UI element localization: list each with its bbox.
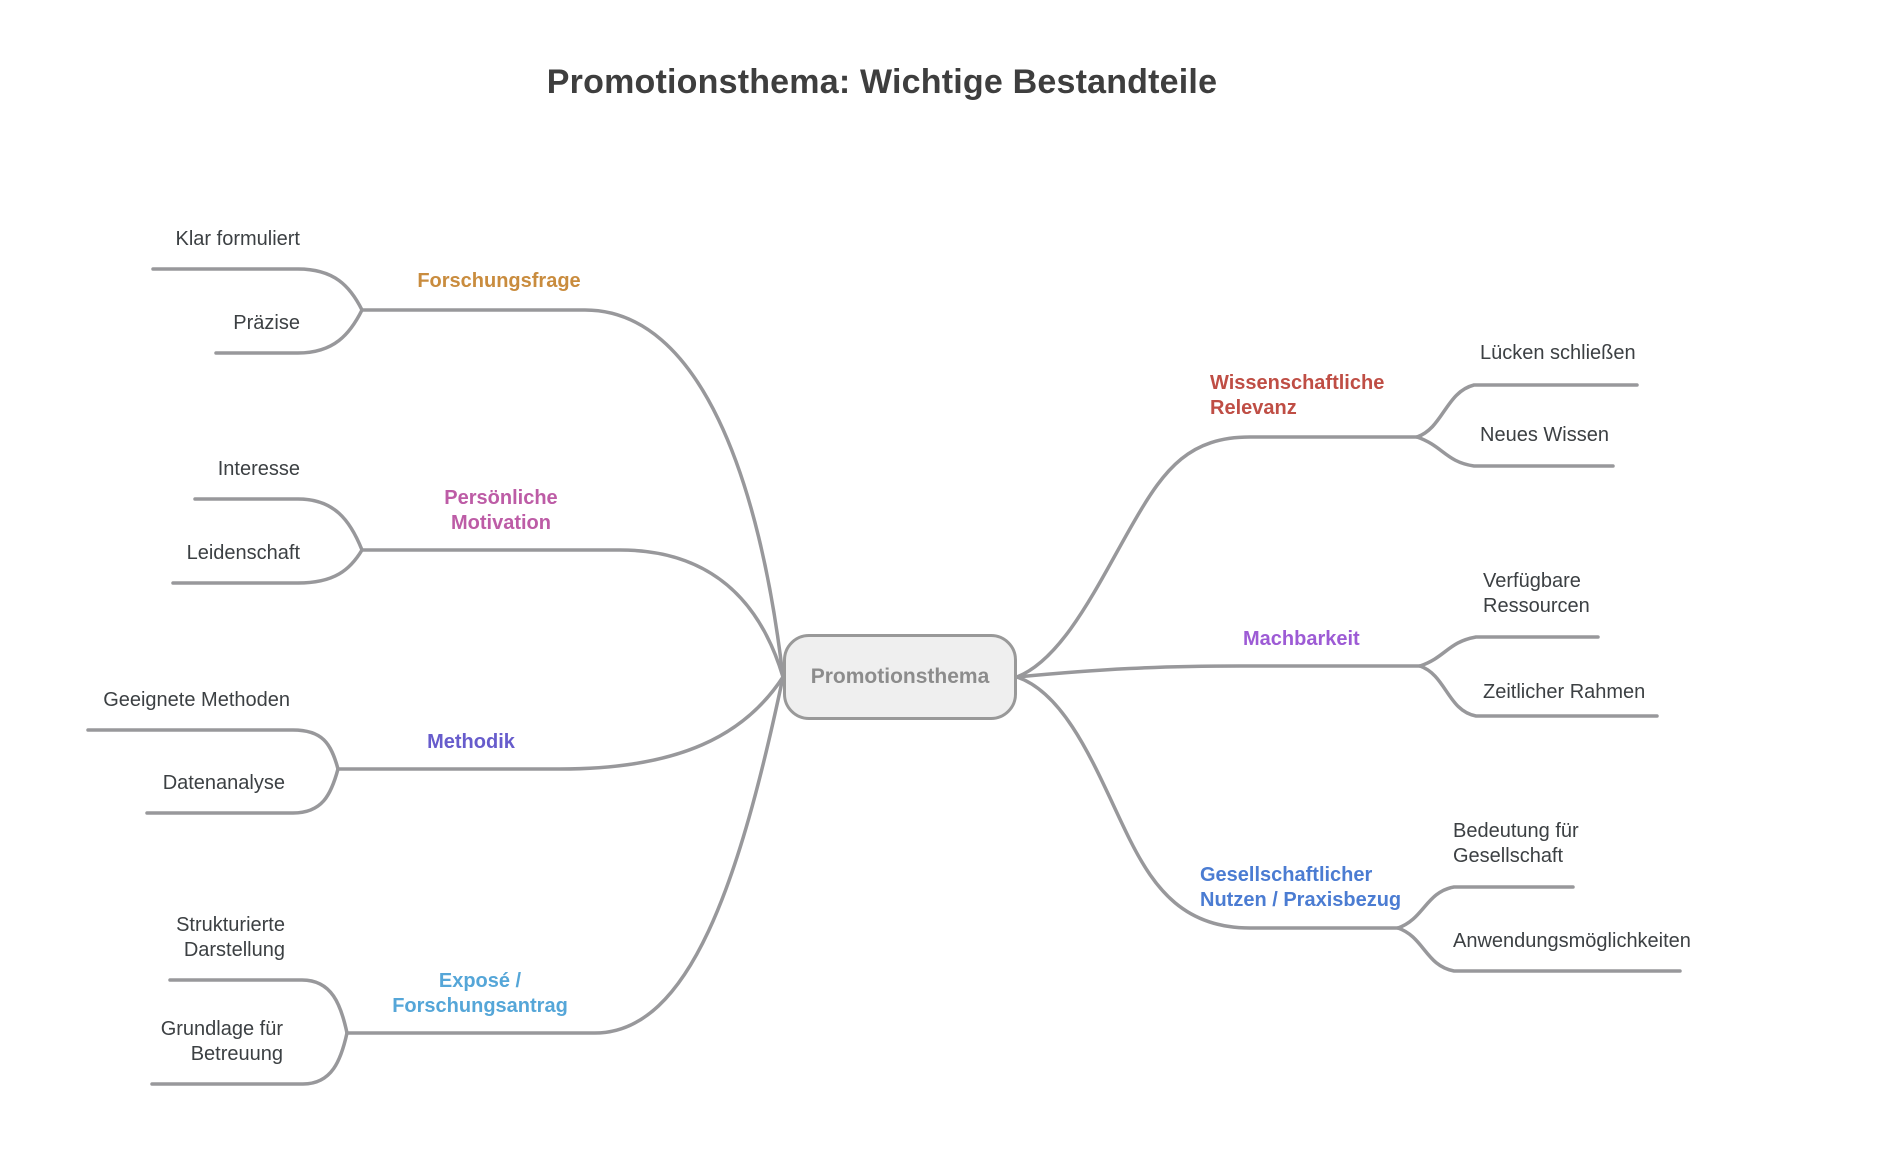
leaf-klar-formuliert[interactable]: Klar formuliert — [175, 228, 300, 250]
leaf-grundlage-fuer-betreuung[interactable]: Grundlage für Betreuung — [160, 1018, 283, 1065]
edge-branch-machbarkeit — [1015, 664, 1422, 679]
edge-leaf-grundlage-fuer-betreuung — [150, 1031, 349, 1086]
edge-leaf-zeitlicher-rahmen — [1418, 664, 1659, 718]
edge-leaf-anwendungsmoeglichkeiten — [1396, 926, 1682, 973]
edge-branch-forschungsfrage — [360, 308, 785, 679]
edge-leaf-verfuegbare-ressourcen — [1418, 635, 1600, 668]
edge-leaf-interesse — [193, 497, 364, 552]
branch-label-persoenliche-motivation[interactable]: Persönliche Motivation — [444, 487, 558, 534]
edge-branch-wissenschaftliche-relevanz — [1015, 435, 1419, 679]
leaf-bedeutung-fuer-gesellschaft[interactable]: Bedeutung für Gesellschaft — [1453, 820, 1579, 867]
branch-label-machbarkeit[interactable]: Machbarkeit — [1243, 628, 1360, 650]
leaf-verfuegbare-ressourcen[interactable]: Verfügbare Ressourcen — [1483, 570, 1590, 617]
edge-leaf-leidenschaft — [171, 548, 364, 585]
leaf-interesse[interactable]: Interesse — [217, 458, 300, 480]
leaf-luecken-schliessen[interactable]: Lücken schließen — [1480, 342, 1636, 364]
edge-leaf-neues-wissen — [1415, 435, 1615, 468]
leaf-zeitlicher-rahmen[interactable]: Zeitlicher Rahmen — [1483, 681, 1646, 703]
edge-leaf-klar-formuliert — [151, 267, 364, 312]
leaf-strukturierte-darstellung[interactable]: Strukturierte Darstellung — [176, 914, 285, 961]
leaf-leidenschaft[interactable]: Leidenschaft — [186, 542, 300, 564]
edge-leaf-bedeutung-fuer-gesellschaft — [1396, 885, 1575, 930]
edge-leaf-geeignete-methoden — [86, 728, 340, 771]
leaf-anwendungsmoeglichkeiten[interactable]: Anwendungsmöglichkeiten — [1453, 930, 1691, 952]
leaf-praezise[interactable]: Präzise — [233, 312, 300, 334]
leaf-neues-wissen[interactable]: Neues Wissen — [1480, 424, 1609, 446]
branch-label-gesellschaftlicher-nutzen[interactable]: Gesellschaftlicher Nutzen / Praxisbezug — [1200, 864, 1402, 911]
edge-branch-expose-forschungsantrag — [345, 675, 785, 1035]
branch-label-methodik[interactable]: Methodik — [427, 731, 515, 753]
branch-label-wissenschaftliche-relevanz[interactable]: Wissenschaftliche Relevanz — [1210, 372, 1385, 419]
edge-branch-persoenliche-motivation — [360, 548, 785, 679]
branch-label-expose-forschungsantrag[interactable]: Exposé / Forschungsantrag — [392, 970, 568, 1017]
edge-leaf-datenanalyse — [145, 767, 340, 815]
root-node[interactable]: Promotionsthema — [783, 634, 1017, 720]
leaf-geeignete-methoden[interactable]: Geeignete Methoden — [103, 689, 290, 711]
branch-label-forschungsfrage[interactable]: Forschungsfrage — [417, 270, 581, 292]
edge-branch-gesellschaftlicher-nutzen — [1015, 675, 1400, 930]
diagram-title: Promotionsthema: Wichtige Bestandteile — [546, 63, 1218, 101]
edge-leaf-luecken-schliessen — [1415, 383, 1639, 439]
edge-branch-methodik — [336, 675, 785, 771]
leaf-datenanalyse[interactable]: Datenanalyse — [162, 772, 285, 794]
edge-leaf-strukturierte-darstellung — [168, 978, 349, 1035]
edge-leaf-praezise — [214, 308, 364, 355]
